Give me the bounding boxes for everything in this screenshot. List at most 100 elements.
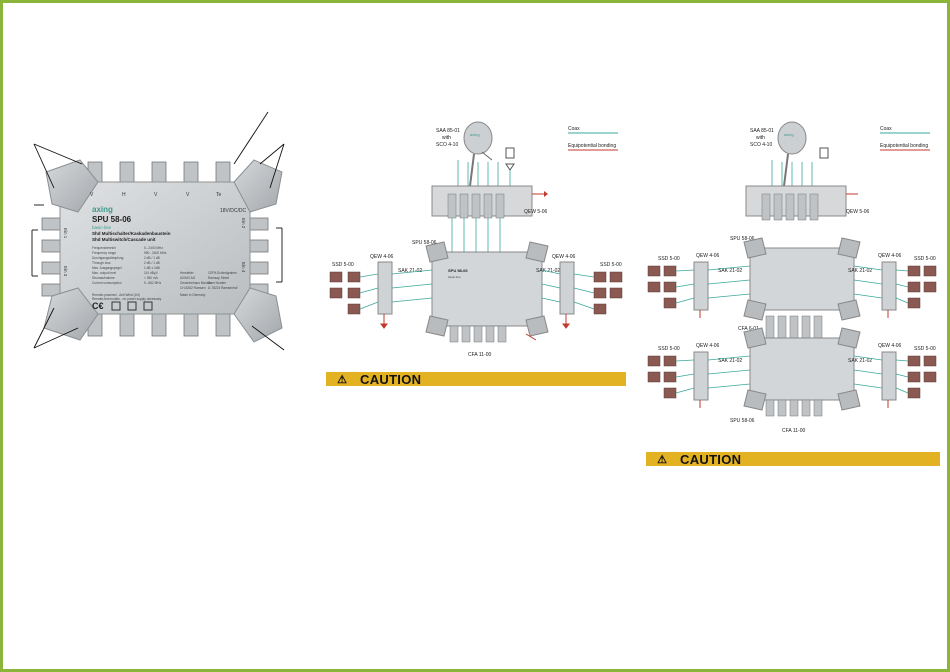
svg-text:114 dBµV: 114 dBµV bbox=[144, 271, 159, 275]
brand-logo: axing bbox=[92, 205, 113, 214]
corner-bl bbox=[43, 287, 99, 341]
installation-diagram-1: axing SAA 85-01 with SCO 4-10 Coax Equip… bbox=[329, 121, 623, 358]
svg-text:Stromaufnahme: Stromaufnahme bbox=[92, 276, 115, 280]
sak-left-label: SAK 21-02 bbox=[398, 268, 422, 274]
spu-device-1 bbox=[749, 247, 855, 311]
caution-banner-2: ⚠ CAUTION bbox=[646, 451, 940, 467]
port-label: V bbox=[90, 192, 94, 198]
device-body bbox=[59, 181, 251, 315]
cfa-mid-label: CFA 6-01 bbox=[738, 326, 759, 332]
legend-coax: Coax bbox=[880, 126, 892, 132]
svg-text:1 dB ± 2dB: 1 dB ± 2dB bbox=[144, 266, 160, 270]
svg-text:Durchgangsdämpfung: Durchgangsdämpfung bbox=[92, 256, 124, 260]
qew-top-label: QEW 5-06 bbox=[524, 209, 548, 215]
svg-text:CEPA Schindgraben: CEPA Schindgraben bbox=[208, 271, 237, 275]
satellite-dish bbox=[777, 121, 807, 155]
warning-icon: ⚠ bbox=[337, 373, 347, 386]
with-label: with bbox=[756, 135, 765, 141]
qew-label: QEW 4-06 bbox=[696, 253, 720, 259]
corner-br bbox=[233, 287, 283, 343]
ce-mark: C€ bbox=[92, 301, 104, 311]
side-port-label: Ein 3 bbox=[63, 266, 68, 277]
svg-text:CH-8262 Ramsen: CH-8262 Ramsen bbox=[180, 286, 206, 290]
lnb-label: SCO 4-10 bbox=[436, 142, 458, 148]
svg-text:Dom Norden: Dom Norden bbox=[208, 281, 226, 285]
dish-label: SAA 85-01 bbox=[436, 128, 460, 134]
svg-text:Frequenzbereich: Frequenzbereich bbox=[92, 246, 116, 250]
spu-device-2 bbox=[749, 337, 855, 401]
qew-label: QEW 4-06 bbox=[878, 343, 902, 349]
svg-text:5...2400 MHz: 5...2400 MHz bbox=[144, 246, 163, 250]
qew-right bbox=[559, 261, 575, 315]
device-illustration: V H V V Te 18V/DC/DC axing SPU 58-06 bas… bbox=[31, 111, 285, 351]
svg-text:Max. output level: Max. output level bbox=[92, 271, 116, 275]
svg-text:2 dB / 1 dB: 2 dB / 1 dB bbox=[144, 261, 160, 265]
legend-coax: Coax bbox=[568, 126, 580, 132]
outlets-left bbox=[329, 271, 361, 315]
power-label: 18V/DC/DC bbox=[220, 208, 247, 214]
caution-banner-1: ⚠ CAUTION bbox=[326, 371, 626, 387]
cfa-bottom-label: CFA 11-00 bbox=[782, 428, 805, 434]
svg-text:2 dB / 1 dB: 2 dB / 1 dB bbox=[144, 256, 160, 260]
spu-bottom-label: SPU 58-06 bbox=[730, 418, 755, 424]
svg-text:950...2400 MHz: 950...2400 MHz bbox=[144, 251, 167, 255]
svg-text:axing: axing bbox=[784, 132, 794, 137]
svg-text:Frequency range: Frequency range bbox=[92, 251, 116, 255]
qew-top bbox=[431, 185, 533, 217]
svg-text:SPU 58-06: SPU 58-06 bbox=[448, 268, 468, 273]
installation-diagram-2: axing SAA 85-01 with SCO 4-10 Coax Equip… bbox=[647, 121, 937, 434]
ssd-label: SSD 5-00 bbox=[658, 346, 680, 352]
cfa-label: CFA 11-00 bbox=[468, 352, 491, 358]
corner-tl bbox=[45, 159, 99, 213]
desc-en: Shd Multiswitch/Cascade unit bbox=[92, 237, 156, 242]
warning-icon: ⚠ bbox=[657, 453, 667, 466]
qew-label: QEW 4-06 bbox=[696, 343, 720, 349]
caution-text: CAUTION bbox=[360, 371, 422, 387]
svg-text:Through loss: Through loss bbox=[92, 261, 111, 265]
side-port-label: Ein 1 bbox=[63, 228, 68, 239]
side-port-label: Ein 2 bbox=[241, 218, 246, 229]
qew-top-label: QEW 5-06 bbox=[846, 209, 870, 215]
ssd-right-label: SSD 5-00 bbox=[600, 262, 622, 268]
with-label: with bbox=[442, 135, 451, 141]
legend-bonding: Equipotential bonding bbox=[568, 143, 616, 149]
dish-logo: axing bbox=[470, 132, 480, 137]
svg-text:< 350 mA: < 350 mA bbox=[144, 276, 159, 280]
svg-text:D-78224 Ramsenhof: D-78224 Ramsenhof bbox=[208, 286, 238, 290]
bottom-connectors bbox=[87, 311, 231, 337]
spu-top-label: SPU 58-06 bbox=[730, 236, 755, 242]
svg-text:Ramsay Street: Ramsay Street bbox=[208, 276, 229, 280]
dish-label: SAA 85-01 bbox=[750, 128, 774, 134]
corner-tr bbox=[233, 159, 283, 213]
legend-bonding: Equipotential bonding bbox=[880, 143, 928, 149]
svg-text:Made in Germany: Made in Germany bbox=[180, 293, 206, 297]
model-name: SPU 58-06 bbox=[92, 215, 132, 224]
outlets-right bbox=[593, 271, 623, 315]
port-label: Te bbox=[216, 192, 222, 198]
desc-de: Shd Multischalter/Kaskadenbaustein bbox=[92, 231, 171, 236]
qew-top bbox=[745, 185, 847, 217]
sak-label: SAK 21-02 bbox=[718, 268, 742, 274]
port-label: V bbox=[154, 192, 158, 198]
lnb-label: SCO 4-10 bbox=[750, 142, 772, 148]
series-name: basic-line bbox=[92, 225, 112, 230]
svg-text:Max. Ausgangspegel: Max. Ausgangspegel bbox=[92, 266, 122, 270]
top-connectors bbox=[87, 161, 231, 185]
symbol-box bbox=[111, 301, 121, 311]
port-label: H bbox=[122, 192, 126, 198]
satellite-dish: axing bbox=[463, 121, 493, 187]
qew-left-label: QEW 4-06 bbox=[370, 254, 394, 260]
svg-text:Hersteller: Hersteller bbox=[180, 271, 195, 275]
ssd-label: SSD 5-00 bbox=[914, 346, 936, 352]
pointer-arrows bbox=[31, 111, 285, 351]
ssd-left-label: SSD 5-00 bbox=[332, 262, 354, 268]
svg-text:Current consumption: Current consumption bbox=[92, 281, 122, 285]
svg-text:basic-line: basic-line bbox=[448, 275, 461, 279]
side-port-label: Ein 4 bbox=[241, 262, 246, 273]
svg-text:AXING AG: AXING AG bbox=[180, 276, 196, 280]
spec-table: Frequenzbereich Frequency range Durchgan… bbox=[92, 246, 238, 301]
svg-text:Gewerbehaus Moskau: Gewerbehaus Moskau bbox=[180, 281, 212, 285]
caution-text: CAUTION bbox=[680, 451, 742, 467]
svg-text:Remote-powered - Anti Wind (LN: Remote-powered - Anti Wind (LN) bbox=[92, 293, 140, 297]
spu-label: SPU 58-06 bbox=[412, 240, 437, 246]
